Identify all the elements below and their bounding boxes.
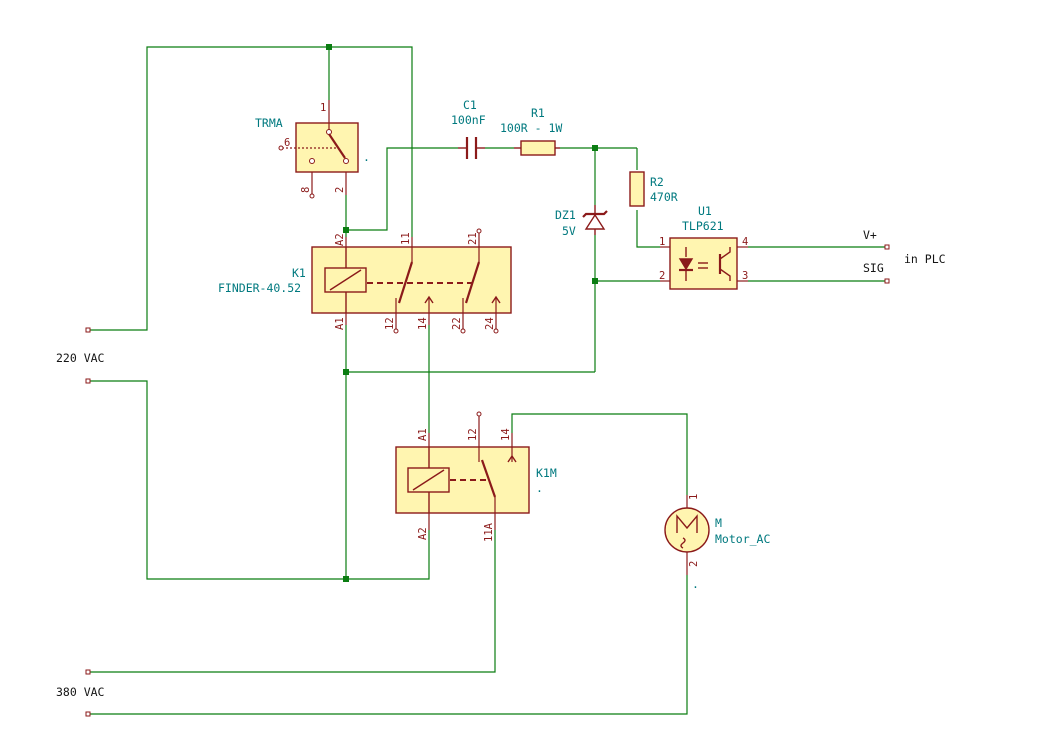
relay-k1m[interactable]: K1M . A1 12 14 A2 11A: [395, 411, 557, 542]
dz1-value: 5V: [562, 224, 576, 238]
k1-pin-11: 11: [400, 232, 412, 245]
k1-pin-12: 12: [384, 317, 396, 330]
junction-dot: [592, 278, 598, 284]
trma-switch[interactable]: TRMA 1 6 8 2 .: [255, 100, 370, 199]
r1-body: [520, 140, 556, 156]
motor-pin-2: 2: [688, 561, 700, 567]
k1m-pin-12: 12: [467, 428, 479, 441]
c1-value: 100nF: [451, 113, 486, 127]
resistor-r1[interactable]: R1 100R - 1W: [500, 106, 562, 156]
resistor-r2[interactable]: R2 470R: [629, 171, 678, 207]
trma-pin-8: 8: [300, 187, 312, 193]
zener-triangle: [584, 213, 606, 230]
relay-k1[interactable]: K1 FINDER-40.52 A2 11 21 A1 12 14 22 24: [218, 228, 512, 334]
motor-dot: .: [692, 577, 699, 591]
wires: [88, 46, 887, 715]
u1-value: TLP621: [682, 219, 724, 233]
k1-pin-a1: A1: [334, 317, 346, 330]
motor-body: [664, 507, 710, 553]
k1-pin-a2: A2: [334, 233, 346, 246]
k1-ref: K1: [292, 266, 306, 280]
junction-dot: [592, 145, 598, 151]
k1m-pin-a2: A2: [417, 527, 429, 540]
capacitor-c1[interactable]: C1 100nF: [451, 98, 486, 159]
plc-vplus-label: V+: [863, 228, 877, 242]
motor-ref: M: [715, 516, 722, 530]
trma-value: .: [363, 150, 370, 164]
label-220vac: 220 VAC: [56, 351, 105, 365]
zener-dz1[interactable]: DZ1 5V: [555, 205, 608, 238]
label-380vac: 380 VAC: [56, 685, 105, 699]
k1m-ref: K1M: [536, 466, 557, 480]
trma-pin-6: 6: [284, 137, 290, 149]
r1-value: 100R - 1W: [500, 121, 562, 135]
k1-value: FINDER-40.52: [218, 281, 301, 295]
k1m-pin-a1: A1: [417, 428, 429, 441]
k1-pin-24: 24: [484, 317, 496, 330]
k1m-value: .: [536, 481, 543, 495]
junction-dot: [343, 227, 349, 233]
motor-value: Motor_AC: [715, 532, 770, 546]
trma-pin-2: 2: [334, 187, 346, 193]
junction-dot: [326, 44, 332, 50]
k1-pin-14: 14: [417, 317, 429, 330]
dz1-ref: DZ1: [555, 208, 576, 222]
optocoupler-u1[interactable]: 1 2 3 4 U1 TLP621: [659, 204, 748, 290]
u1-pin-4: 4: [742, 236, 748, 248]
u1-pin-3: 3: [742, 270, 748, 282]
r1-ref: R1: [531, 106, 545, 120]
r2-body: [629, 171, 645, 207]
u1-pin-2: 2: [659, 270, 665, 282]
u1-pin-1: 1: [659, 236, 665, 248]
c1-ref: C1: [463, 98, 477, 112]
wire-endpoints: [85, 244, 890, 717]
motor-pin-1: 1: [688, 494, 700, 500]
junction-dot: [343, 369, 349, 375]
k1-pin-21: 21: [467, 232, 479, 245]
led-triangle: [678, 258, 694, 271]
trma-ref: TRMA: [255, 116, 283, 130]
motor-tilde-symbol: [680, 537, 686, 549]
motor-m-symbol: [676, 514, 698, 533]
junction-dot: [343, 576, 349, 582]
plc-sig-label: SIG: [863, 261, 884, 275]
r2-ref: R2: [650, 175, 664, 189]
trma-pin-1: 1: [320, 102, 326, 114]
k1m-pin-14: 14: [500, 428, 512, 441]
u1-ref: U1: [698, 204, 712, 218]
r2-value: 470R: [650, 190, 678, 204]
motor-ac[interactable]: 1 2 M Motor_AC .: [664, 494, 770, 591]
k1-pin-22: 22: [451, 317, 463, 330]
u1-body: [669, 237, 738, 290]
k1m-pin-11a: 11A: [483, 522, 495, 542]
junctions: [326, 44, 598, 582]
plc-in-label: in PLC: [904, 252, 946, 266]
